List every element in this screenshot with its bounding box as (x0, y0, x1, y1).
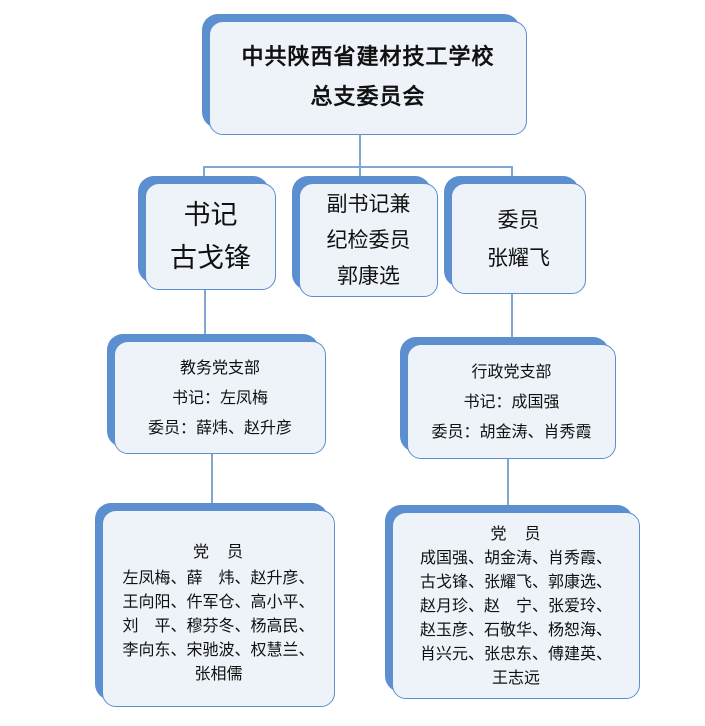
teaching-party-line: 李向东、宋驰波、权慧兰、 (122, 639, 315, 659)
connector-branch-left-party (211, 453, 213, 503)
admin-party-line: 古戈锋、张耀飞、郭康选、 (419, 571, 612, 591)
committee-member-node: 委员 张耀飞 (444, 176, 586, 294)
member-name: 张耀飞 (487, 245, 550, 270)
teaching-party-line: 左凤梅、薛 炜、赵升彦、 (122, 567, 315, 587)
connector-member-branch (511, 293, 513, 339)
deputy-role-line1: 副书记兼 (326, 192, 411, 216)
admin-party-line: 成国强、胡金涛、肖秀霞、 (419, 547, 612, 567)
deputy-role-line2: 纪检委员 (326, 228, 411, 252)
teaching-branch-name: 教务党支部 (179, 357, 260, 377)
deputy-name: 郭康选 (337, 264, 400, 288)
connector-secretary-branch (204, 290, 206, 336)
member-role: 委员 (497, 207, 540, 232)
teaching-branch-members: 委员：薛炜、赵升彦 (147, 417, 292, 437)
connector-to-deputy (359, 166, 361, 178)
party-committee-node: 中共陕西省建材技工学校 总支委员会 (202, 14, 527, 135)
teaching-branch-secretary: 书记：左凤梅 (171, 387, 268, 407)
connector-top-down (359, 133, 361, 167)
admin-party-heading: 党 员 (490, 523, 542, 543)
secretary-node: 书记 古戈锋 (138, 176, 276, 290)
connector-to-member (511, 166, 513, 178)
teaching-party-line: 刘 平、穆芬冬、杨高民、 (122, 615, 315, 635)
admin-branch-members: 委员：胡金涛、肖秀霞 (431, 421, 592, 441)
teaching-party-line: 王向阳、仵军仓、高小平、 (122, 591, 315, 611)
connector-to-secretary (203, 166, 205, 178)
secretary-name: 古戈锋 (170, 242, 251, 274)
admin-party-line: 王志远 (491, 667, 540, 687)
teaching-party-line: 张相儒 (194, 663, 243, 683)
secretary-role: 书记 (183, 199, 238, 231)
deputy-secretary-node: 副书记兼 纪检委员 郭康选 (292, 176, 438, 297)
admin-party-members-node: 党 员 成国强、胡金涛、肖秀霞、 古戈锋、张耀飞、郭康选、 赵月珍、赵 宁、张爱… (385, 505, 640, 699)
admin-party-line: 赵月珍、赵 宁、张爱玲、 (419, 595, 612, 615)
admin-party-line: 肖兴元、张忠东、傅建英、 (419, 643, 612, 663)
admin-branch-node: 行政党支部 书记：成国强 委员：胡金涛、肖秀霞 (400, 337, 616, 459)
admin-branch-secretary: 书记：成国强 (463, 391, 560, 411)
committee-title-line1: 中共陕西省建材技工学校 (241, 45, 495, 70)
committee-title-line2: 总支委员会 (310, 85, 426, 110)
connector-branch-right-party (507, 458, 509, 505)
teaching-party-members-node: 党 员 左凤梅、薛 炜、赵升彦、 王向阳、仵军仓、高小平、 刘 平、穆芬冬、杨高… (95, 503, 335, 707)
teaching-party-heading: 党 员 (192, 541, 244, 561)
teaching-branch-node: 教务党支部 书记：左凤梅 委员：薛炜、赵升彦 (107, 334, 326, 454)
admin-party-line: 赵玉彦、石敬华、杨恕海、 (419, 619, 612, 639)
connector-horizontal (203, 166, 512, 168)
admin-branch-name: 行政党支部 (471, 361, 552, 381)
